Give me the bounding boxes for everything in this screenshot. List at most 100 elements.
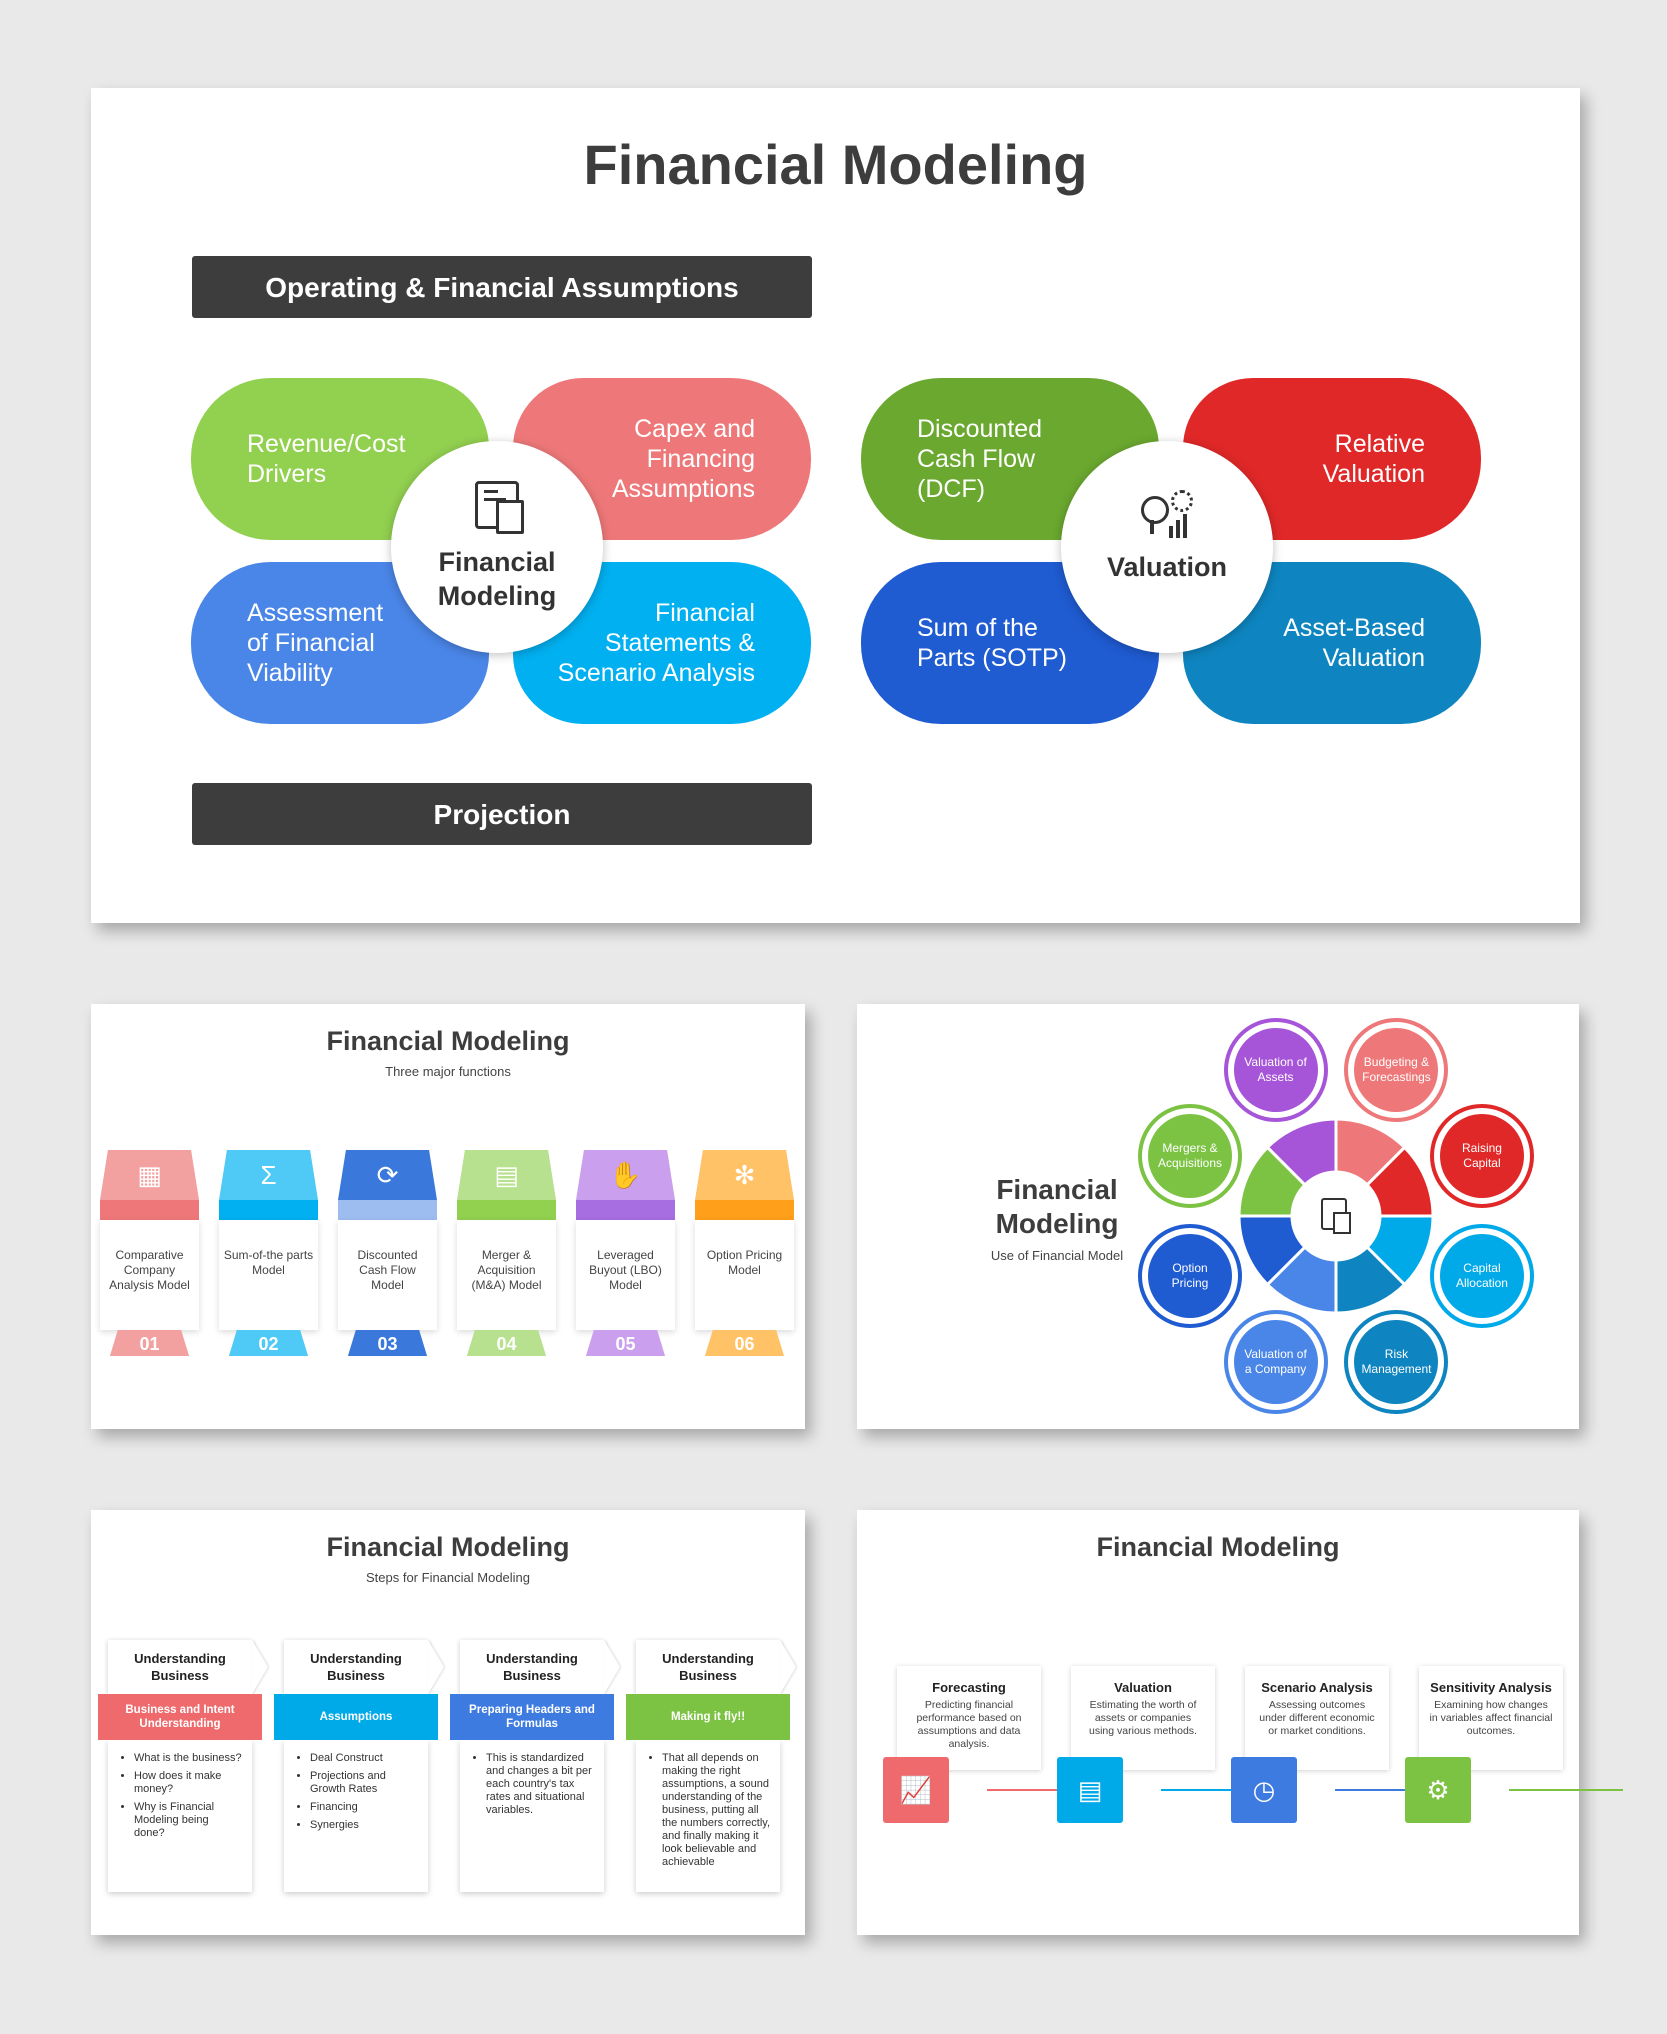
- step-head: Understanding Business: [636, 1640, 780, 1694]
- column-body: Comparative Company Analysis Model: [100, 1220, 199, 1330]
- slide-steps: Financial Modeling Steps for Financial M…: [91, 1510, 805, 1935]
- cashflow-icon: ⟳: [376, 1160, 399, 1190]
- use-wheel: [1237, 1117, 1435, 1315]
- column-number: 05: [585, 1330, 666, 1356]
- column-label: Option Pricing Model: [706, 1248, 783, 1277]
- step-body: That all depends on making the right ass…: [636, 1740, 780, 1892]
- column-cap: [457, 1150, 556, 1200]
- operating-assumptions-bar: Operating & Financial Assumptions: [192, 256, 812, 318]
- step-ribbon: Preparing Headers and Formulas: [450, 1694, 614, 1740]
- step-list: What is the business?How does it make mo…: [118, 1752, 242, 1840]
- slide2-title: Financial Modeling: [326, 1026, 570, 1056]
- slide-three-functions: Financial Modeling Three major functions…: [91, 1004, 805, 1429]
- step-card: Understanding BusinessDeal ConstructProj…: [274, 1640, 438, 1892]
- slide5-title: Financial Modeling: [1096, 1532, 1340, 1562]
- petal-text-line: Relative: [1334, 430, 1425, 458]
- timeline-connector: [1161, 1789, 1275, 1791]
- column-cap: [338, 1150, 437, 1200]
- petal-text-line: Statements &: [604, 629, 755, 657]
- valuation-label: Valuation: [1106, 552, 1228, 582]
- petal-text-line: Cash Flow: [917, 445, 1036, 473]
- step-list-item: Financing: [310, 1801, 418, 1814]
- head-gear-icon: ⚙: [1405, 1757, 1471, 1823]
- column-band: [219, 1200, 318, 1220]
- step-ribbon: Making it fly!!: [626, 1694, 790, 1740]
- column-cap: [219, 1150, 318, 1200]
- step-card: Understanding BusinessThat all depends o…: [626, 1640, 790, 1892]
- center-line-2: Modeling: [437, 581, 557, 611]
- step-head: Understanding Business: [460, 1640, 604, 1694]
- projection-bar: Projection: [192, 783, 812, 845]
- petal-text-line: Discounted: [917, 415, 1043, 443]
- slide4-subtitle: Steps for Financial Modeling: [365, 1570, 531, 1585]
- column-body: Leveraged Buyout (LBO) Model: [576, 1220, 675, 1330]
- step-list-item: Why is Financial Modeling being done?: [134, 1801, 242, 1840]
- use-bubble: Valuation of Assets: [1223, 1018, 1328, 1123]
- use-bubble-label: Risk Management: [1361, 1346, 1432, 1376]
- use-bubble-label: Valuation of a Company: [1244, 1346, 1307, 1376]
- column-label: Merger & Acquisition (M&A) Model: [471, 1248, 542, 1292]
- slide-use-of-model: Financial Modeling Use of Financial Mode…: [857, 1004, 1579, 1429]
- timeline-title: Forecasting: [932, 1680, 1006, 1695]
- function-column: ▦ Comparative Company Analysis Model 01: [100, 1150, 199, 1360]
- use-bubble: Option Pricing: [1138, 1224, 1243, 1329]
- column-number: 01: [109, 1330, 190, 1356]
- column-body: Merger & Acquisition (M&A) Model: [457, 1220, 556, 1330]
- use-bubble-inner: Valuation of a Company: [1233, 1319, 1318, 1404]
- step-list-item: That all depends on making the right ass…: [662, 1752, 770, 1869]
- slide3-title-line2: Modeling: [995, 1208, 1119, 1239]
- calculator-document-icon: [1321, 1198, 1351, 1234]
- step-list: Deal ConstructProjections and Growth Rat…: [294, 1752, 418, 1832]
- growth-chart-icon: 📈: [883, 1757, 949, 1823]
- sigma-icon: Σ: [260, 1160, 277, 1190]
- step-body: Deal ConstructProjections and Growth Rat…: [284, 1740, 428, 1892]
- step-ribbon: Assumptions: [274, 1694, 438, 1740]
- step-card: Understanding BusinessThis is standardiz…: [450, 1640, 614, 1892]
- use-bubble-inner: Budgeting & Forecastings: [1354, 1028, 1439, 1113]
- step-list: That all depends on making the right ass…: [646, 1752, 770, 1869]
- petal-text-line: Viability: [247, 659, 333, 687]
- money-hand-icon: ✋: [609, 1160, 642, 1190]
- slide2-subtitle: Three major functions: [385, 1064, 511, 1079]
- use-bubble-label: Capital Allocation: [1455, 1261, 1508, 1291]
- slide3-subtitle: Use of Financial Model: [990, 1248, 1124, 1263]
- use-bubble-label: Budgeting & Forecastings: [1362, 1055, 1431, 1085]
- use-bubble-inner: Raising Capital: [1439, 1113, 1524, 1198]
- petal-text-line: Financial: [654, 599, 755, 627]
- use-bubble-inner: Option Pricing: [1148, 1234, 1233, 1319]
- step-list-item: Deal Construct: [310, 1752, 418, 1765]
- use-bubble-inner: Valuation of Assets: [1233, 1028, 1318, 1113]
- use-bubble-inner: Capital Allocation: [1439, 1234, 1524, 1319]
- column-band: [100, 1200, 199, 1220]
- use-bubble: Risk Management: [1344, 1309, 1449, 1414]
- column-number: 04: [466, 1330, 547, 1356]
- timeline-title: Scenario Analysis: [1261, 1680, 1373, 1695]
- qr-icon: ▦: [137, 1160, 162, 1190]
- step-list-item: Synergies: [310, 1819, 418, 1832]
- column-band: [576, 1200, 675, 1220]
- step-body: This is standardized and changes a bit p…: [460, 1740, 604, 1892]
- slide-main: Financial Modeling Operating & Financial…: [91, 88, 1580, 923]
- column-body: Discounted Cash Flow Model: [338, 1220, 437, 1330]
- step-list: This is standardized and changes a bit p…: [470, 1752, 594, 1817]
- petal-text-line: Asset-Based: [1283, 614, 1425, 642]
- timeline-desc: Examining how changes in variables affec…: [1429, 1699, 1553, 1737]
- column-number: 02: [228, 1330, 309, 1356]
- column-body: Sum-of-the parts Model: [219, 1220, 318, 1330]
- use-bubble-label: Mergers & Acquisitions: [1158, 1140, 1223, 1170]
- column-cap: [100, 1150, 199, 1200]
- slide1-title: Financial Modeling: [583, 133, 1088, 196]
- petal-text-line: Drivers: [247, 460, 327, 488]
- use-bubble-inner: Mergers & Acquisitions: [1148, 1113, 1233, 1198]
- column-label: Comparative Company Analysis Model: [109, 1248, 190, 1292]
- step-ribbon-label: Assumptions: [319, 1711, 393, 1723]
- petal-text-line: Assumptions: [611, 475, 755, 503]
- column-number: 03: [347, 1330, 428, 1356]
- slide4-title: Financial Modeling: [326, 1532, 570, 1562]
- step-head: Understanding Business: [108, 1640, 252, 1694]
